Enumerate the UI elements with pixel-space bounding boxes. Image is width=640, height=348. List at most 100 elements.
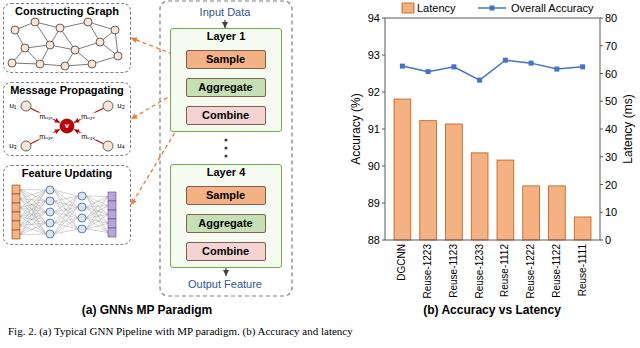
step-name: Sample [206, 187, 245, 204]
tick-mark [600, 73, 603, 74]
layer-box: Layer 1SampleAggregateCombine [170, 28, 282, 132]
neuron [78, 225, 86, 233]
legend-text: Overall Accuracy [511, 2, 594, 15]
data-name-text: Output Feature [188, 276, 262, 292]
box-title: Layer 4 [207, 166, 246, 178]
neighbour-vertex [103, 141, 113, 151]
legend-text: Latency [417, 2, 456, 15]
graph-vertex [96, 38, 104, 46]
graph-vertex [11, 26, 19, 34]
input-feature-cell [12, 194, 20, 203]
weight-line [20, 223, 46, 235]
tick-label: 91 [368, 123, 380, 136]
output-feature-cell [108, 228, 116, 237]
latency-bar [497, 160, 514, 240]
tick-label: 0 [605, 234, 611, 247]
weight-line [86, 206, 108, 208]
accuracy-marker [503, 58, 508, 63]
weight-line [20, 201, 46, 226]
graph-vertex [21, 44, 29, 52]
latency-bar [394, 99, 411, 240]
layer-box: Layer 4 SampleAggregateCombine [170, 164, 282, 268]
graph-vertex [36, 60, 44, 68]
tick-mark [382, 92, 385, 93]
step-box: Combine [186, 106, 266, 125]
step-name: Sample [206, 51, 245, 68]
step-name: Combine [202, 107, 249, 124]
message-label: mᵤ₄ᵥ [80, 133, 96, 140]
weight-line [20, 201, 46, 208]
graph-vertex [71, 46, 79, 54]
accuracy-line [402, 60, 582, 80]
tick-mark [600, 240, 603, 241]
vertex-label: u₁ [9, 101, 16, 110]
input-feature-cell [12, 221, 20, 230]
illustration-panel: Message Propagating [3, 82, 131, 156]
graph-vertex [56, 24, 64, 32]
accuracy-marker [451, 64, 456, 69]
latency-bar [446, 124, 463, 240]
tick-mark [600, 101, 603, 102]
accuracy-marker [477, 78, 482, 83]
graph-vertex [61, 62, 69, 70]
category-label: Reuse-1112 [500, 244, 512, 297]
tick-label: 30 [605, 150, 617, 163]
weight-line [54, 190, 78, 218]
accuracy-marker [554, 67, 559, 72]
message-label: mᵤ₁ᵥ [38, 113, 53, 120]
tick-label: 60 [605, 67, 617, 80]
weight-line [54, 196, 78, 223]
tick-mark [600, 184, 603, 185]
weight-line [54, 207, 78, 234]
tick-label: 70 [605, 39, 617, 52]
weight-line [86, 196, 108, 233]
axis-title: Accuracy (%) [350, 93, 364, 164]
data-label-node: Input Data [190, 4, 260, 20]
neuron [46, 208, 54, 216]
graph-vertex [31, 18, 39, 26]
category-label: Reuse-1123 [448, 244, 460, 298]
weight-line [20, 208, 46, 235]
tick-label: 94 [368, 12, 380, 25]
category-label: Reuse-1111 [577, 244, 589, 296]
ellipsis-dot [224, 146, 227, 149]
neighbour-vertex [103, 101, 113, 111]
tick-mark [382, 55, 385, 56]
graph-vertex [46, 41, 54, 49]
step-box: Combine [186, 242, 266, 261]
step-box: Aggregate [186, 214, 266, 233]
tick-label: 88 [368, 234, 380, 247]
latency-bar [420, 121, 437, 240]
weight-line [54, 190, 78, 196]
accuracy-marker [529, 61, 534, 66]
weight-line [20, 190, 46, 235]
output-feature-cell [108, 201, 116, 210]
neuron [46, 230, 54, 238]
weight-line [54, 218, 78, 234]
latency-bar [574, 217, 591, 240]
input-feature-cell [12, 185, 20, 194]
flow-arrow [225, 268, 226, 276]
step-box: Aggregate [186, 78, 266, 97]
step-name: Aggregate [198, 215, 252, 232]
weight-line [86, 197, 108, 230]
weight-line [86, 218, 108, 224]
pipeline-container [160, 1, 292, 296]
neuron [78, 214, 86, 222]
latency-bar [523, 186, 540, 240]
accuracy-marker [580, 64, 585, 69]
box-title: Feature Updating [22, 167, 112, 179]
weight-line [86, 224, 108, 230]
weight-line [20, 234, 46, 236]
vertex-label: u₂ [117, 101, 125, 110]
center-vertex [60, 119, 74, 133]
weight-line [54, 229, 78, 234]
message-label: mᵤ₃ᵥ [38, 133, 54, 140]
weight-line [86, 215, 108, 230]
tick-label: 10 [605, 206, 617, 219]
neuron [78, 203, 86, 211]
step-box: Sample [186, 186, 266, 205]
step-box: Sample [186, 50, 266, 69]
data-label-node: Output Feature [180, 276, 270, 292]
message-arrow [74, 108, 103, 122]
